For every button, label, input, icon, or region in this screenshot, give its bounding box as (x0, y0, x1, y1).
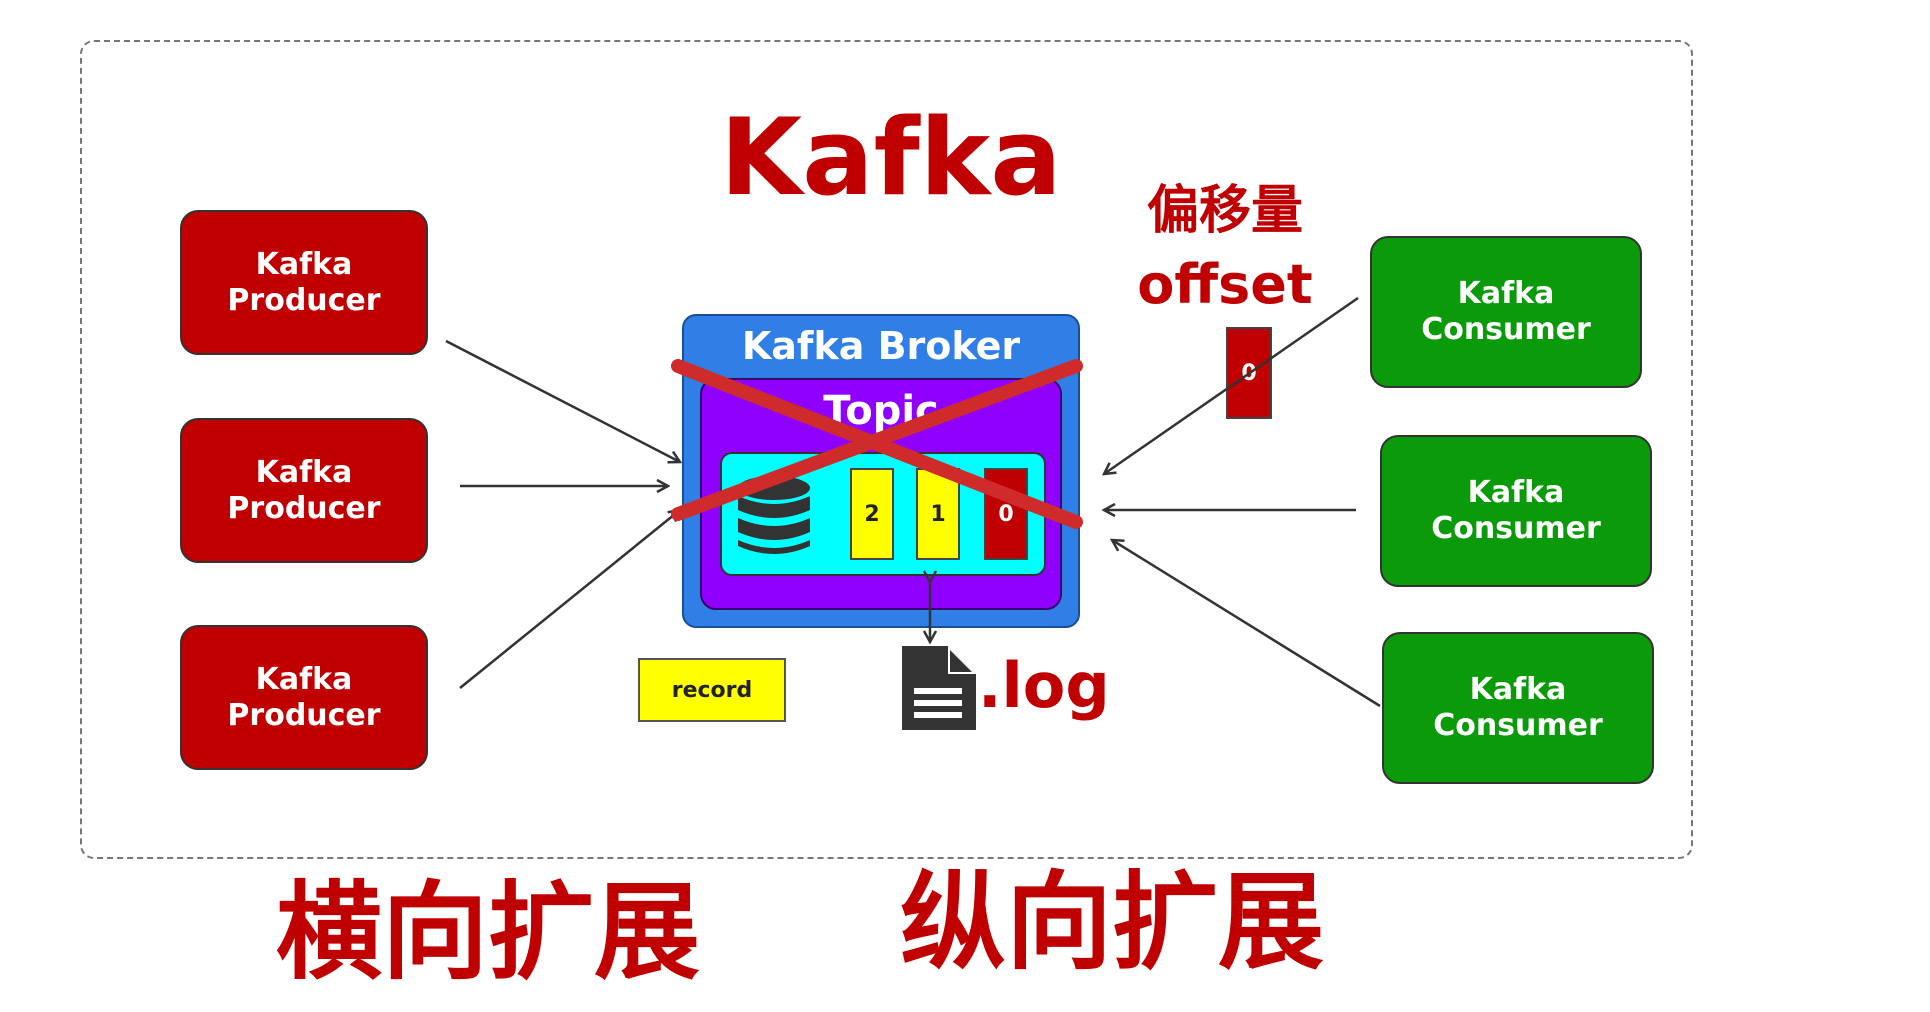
topic-box: Topic 2 1 0 (700, 378, 1062, 610)
producer-label-3b: Producer (227, 697, 381, 733)
offset-label-en: offset (1137, 253, 1313, 316)
producer-box-1: Kafka Producer (180, 210, 428, 355)
diagram-title: Kafka (720, 96, 1062, 219)
message-1: 1 (916, 468, 960, 560)
log-label: .log (978, 649, 1110, 722)
producer-box-2: Kafka Producer (180, 418, 428, 563)
offset-value-box: 0 (1226, 327, 1272, 419)
message-0: 0 (984, 468, 1028, 560)
consumer-label-2b: Consumer (1431, 511, 1601, 546)
producer-label-3: Kafka (255, 661, 353, 697)
message-2: 2 (850, 468, 894, 560)
producer-label-2: Kafka (255, 454, 353, 490)
database-icon (738, 476, 810, 554)
producer-label-1b: Producer (227, 282, 381, 318)
vertical-scaling-label: 纵向扩展 (900, 861, 1324, 984)
consumer-label-3: Kafka (1469, 672, 1567, 707)
consumer-label-1b: Consumer (1421, 312, 1591, 347)
consumer-box-2: Kafka Consumer (1380, 435, 1652, 587)
consumer-label-1: Kafka (1457, 276, 1555, 311)
record-box: record (638, 658, 786, 722)
diagram-frame (80, 40, 1693, 859)
horizontal-scaling-label: 横向扩展 (276, 871, 700, 994)
producer-box-3: Kafka Producer (180, 625, 428, 770)
producer-label-1: Kafka (255, 246, 353, 282)
producer-label-2b: Producer (227, 490, 381, 526)
offset-label-cn: 偏移量 (1146, 181, 1303, 241)
partition-box: 2 1 0 (720, 452, 1046, 576)
consumer-label-2: Kafka (1467, 475, 1565, 510)
kafka-broker: Kafka Broker Topic 2 1 0 (682, 314, 1080, 628)
file-icon (902, 646, 976, 730)
broker-label: Kafka Broker (741, 324, 1021, 368)
consumer-box-3: Kafka Consumer (1382, 632, 1654, 784)
consumer-label-3b: Consumer (1433, 708, 1603, 743)
consumer-box-1: Kafka Consumer (1370, 236, 1642, 388)
topic-label: Topic (823, 388, 939, 434)
